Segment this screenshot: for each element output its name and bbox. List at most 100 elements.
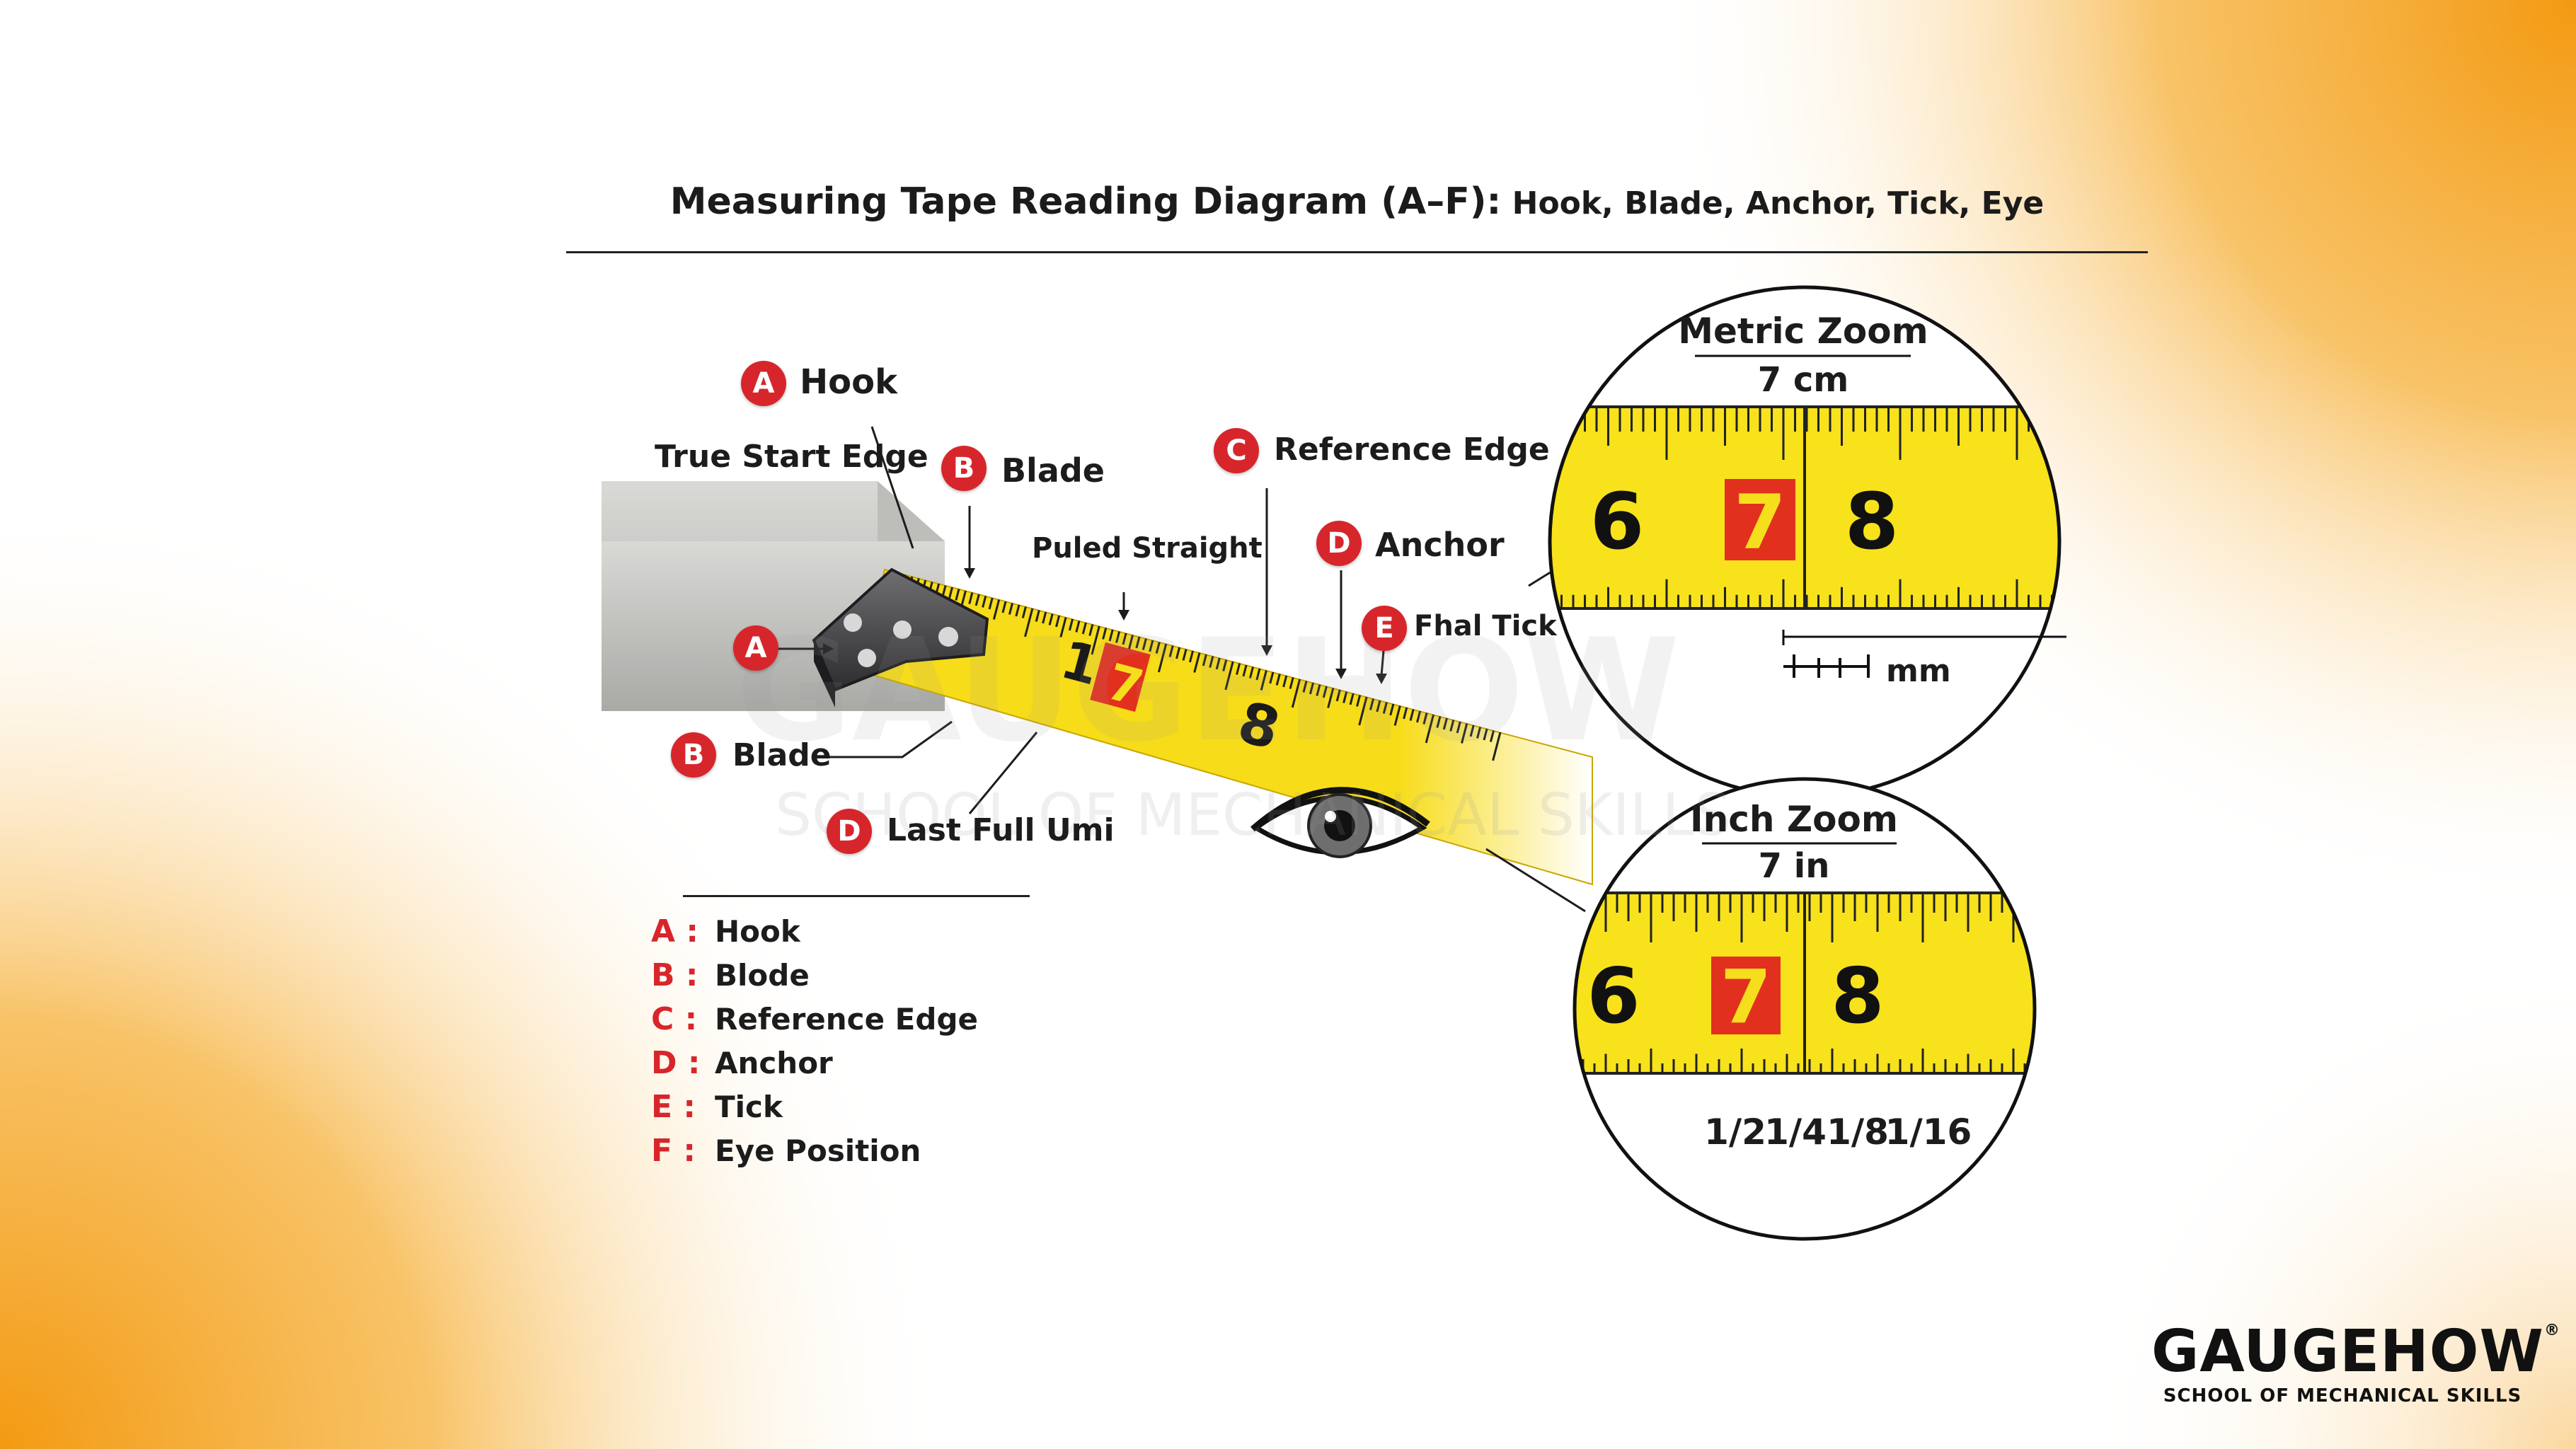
tick-mark xyxy=(1302,681,1308,693)
tick-mark xyxy=(1327,688,1335,708)
tick-mark xyxy=(1215,657,1221,670)
label-anchor: Anchor xyxy=(1375,526,1505,564)
legend-value: Blode xyxy=(715,957,810,993)
tick-mark xyxy=(1081,622,1087,635)
inch-fraction-quarter: 1/4 xyxy=(1764,1112,1827,1153)
tick-mark xyxy=(1255,668,1261,681)
legend-key: B : xyxy=(651,957,698,993)
metric-zoom-value: 7 cm xyxy=(1758,360,1849,400)
legend-key: F : xyxy=(651,1132,696,1169)
tick-mark xyxy=(1389,703,1395,716)
label-hook-top: Hook xyxy=(800,362,898,402)
eye-icon xyxy=(1250,787,1430,858)
logo-wordmark: GAUGEHOW xyxy=(2151,1318,2544,1385)
label-reference-edge: Reference Edge xyxy=(1274,432,1550,468)
tick-mark xyxy=(1369,698,1375,710)
leader-lines xyxy=(778,426,1586,913)
tick-mark xyxy=(1055,615,1061,628)
tick-mark xyxy=(1291,679,1301,708)
tick-mark xyxy=(1001,601,1007,613)
tick-mark xyxy=(1282,675,1288,688)
tick-mark xyxy=(1048,613,1054,625)
badge-reference-edge: C xyxy=(1214,428,1259,473)
tick-mark xyxy=(1193,652,1201,673)
tick-mark xyxy=(1015,604,1020,617)
tick-mark xyxy=(1209,656,1214,668)
tick-mark xyxy=(1224,661,1234,691)
inch-fraction-half: 1/2 xyxy=(1704,1112,1766,1153)
label-final-tick: Fhal Tick xyxy=(1414,610,1557,642)
legend-value: Tick xyxy=(715,1089,783,1124)
tick-mark xyxy=(1393,705,1401,726)
inch-zoom-title: Inch Zoom xyxy=(1690,799,1898,840)
legend-value: Reference Edge xyxy=(715,1001,978,1037)
tick-mark xyxy=(1275,674,1281,686)
tick-mark xyxy=(1024,608,1034,637)
inch-zoom-value: 7 in xyxy=(1759,846,1830,886)
tick-mark xyxy=(1342,691,1348,703)
title: Measuring Tape Reading Diagram (A–F): Ho… xyxy=(566,180,2148,223)
inch-zoom-circle xyxy=(1572,777,2037,1241)
tick-mark xyxy=(1335,689,1341,702)
badge-hook-side: A xyxy=(733,625,778,671)
inch-fraction-sixteenth: 1/16 xyxy=(1885,1112,1972,1153)
tick-mark xyxy=(1489,730,1495,742)
metric-zoom-title: Metric Zoom xyxy=(1678,311,1928,352)
tick-mark xyxy=(1222,659,1228,671)
tick-mark xyxy=(1059,617,1067,637)
label-blade-bottom: Blade xyxy=(732,737,832,773)
tick-mark xyxy=(1182,649,1188,661)
badge-blade-top: B xyxy=(941,446,987,491)
metric-zoom-circle xyxy=(1548,285,2066,799)
tick-mark xyxy=(1349,693,1355,705)
tick-mark xyxy=(1135,636,1141,649)
tick-mark xyxy=(1242,664,1248,677)
tick-mark xyxy=(1248,666,1255,679)
title-divider xyxy=(566,251,2148,253)
badge-last-full-unit: D xyxy=(827,809,872,854)
tick-mark xyxy=(1142,638,1147,650)
tick-mark xyxy=(1483,728,1488,741)
inch-fraction-eighth: 1/8 xyxy=(1827,1112,1889,1153)
hook-icon xyxy=(812,567,989,708)
tick-mark xyxy=(1316,684,1321,696)
badge-anchor: D xyxy=(1316,521,1362,566)
tick-mark xyxy=(1322,686,1328,698)
inch-number-7: 7 xyxy=(1720,954,1771,1040)
inch-ticks xyxy=(1582,893,2026,1073)
watermark: GAUGEHOW xyxy=(736,608,1680,773)
legend-key: D : xyxy=(651,1044,701,1081)
watermark-sub: SCHOOL OF MECHANICAL SKILLS xyxy=(775,782,1731,849)
registered-mark: ® xyxy=(2543,1322,2560,1339)
tick-mark xyxy=(1088,624,1094,636)
title-sub: Hook, Blade, Anchor, Tick, Eye xyxy=(1501,185,2045,221)
legend-row-d: D : Anchor xyxy=(651,1041,978,1085)
legend-row-b: B : Blode xyxy=(651,953,978,997)
legend-key: C : xyxy=(651,1000,698,1037)
tick-mark xyxy=(1157,643,1168,673)
legend-value: Hook xyxy=(715,913,800,949)
metric-number-7: 7 xyxy=(1734,479,1786,566)
tick-mark xyxy=(1356,695,1362,707)
tick-mark xyxy=(1269,671,1275,684)
tick-mark xyxy=(1149,640,1154,652)
tick-mark xyxy=(1021,606,1027,618)
tick-mark xyxy=(1425,714,1435,744)
legend-divider xyxy=(683,895,1030,897)
tick-mark xyxy=(1202,654,1207,666)
tick-mark xyxy=(1469,724,1475,737)
tick-mark xyxy=(1260,670,1267,691)
tick-mark xyxy=(1075,620,1081,633)
legend-value: Eye Position xyxy=(715,1133,921,1168)
logo-name: GAUGEHOW® xyxy=(2151,1323,2560,1381)
tick-mark xyxy=(1358,696,1368,726)
legend-row-f: F : Eye Position xyxy=(651,1128,978,1172)
tick-mark xyxy=(1309,682,1315,695)
tick-mark xyxy=(1035,610,1040,622)
legend-key: E : xyxy=(651,1088,696,1125)
label-last-full-unit: Last Full Umi xyxy=(887,812,1115,848)
tick-mark xyxy=(1068,618,1074,631)
tick-mark xyxy=(1102,628,1108,640)
label-blade-top: Blade xyxy=(1001,451,1105,490)
